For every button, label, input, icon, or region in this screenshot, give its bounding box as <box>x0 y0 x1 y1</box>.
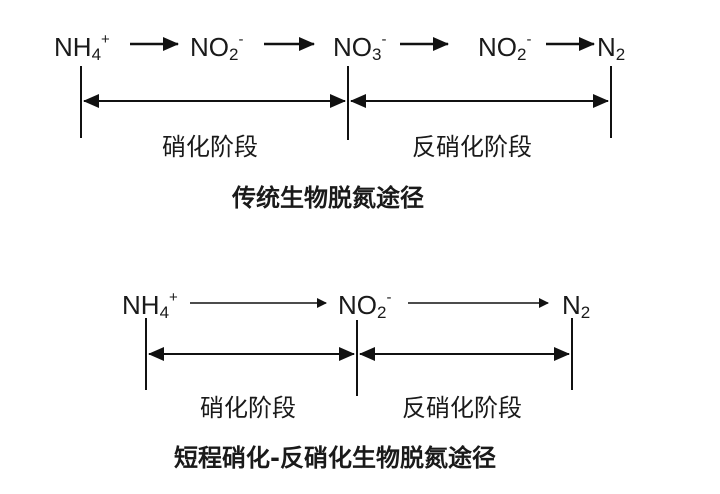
species-n2-bottom: N2 <box>562 290 591 322</box>
species-no3-top: NO3- <box>333 31 387 64</box>
species-n2-top: N2 <box>597 32 626 64</box>
species-nh4-bottom: NH4+ <box>122 289 178 322</box>
caption-top: 传统生物脱氮途径 <box>232 184 424 212</box>
stage-label-nitrification-bottom: 硝化阶段 <box>200 394 296 422</box>
stage-label-denitrification-bottom: 反硝化阶段 <box>402 394 522 422</box>
top-dividers <box>80 66 612 140</box>
bottom-dividers <box>145 318 573 396</box>
stage-label-nitrification-top: 硝化阶段 <box>162 133 258 161</box>
stage-label-denitrification-top: 反硝化阶段 <box>412 133 532 161</box>
species-nh4-top: NH4+ <box>54 31 110 64</box>
species-no2-bottom: NO2- <box>338 289 392 322</box>
species-no2-top-2: NO2- <box>478 31 532 64</box>
caption-bottom: 短程硝化-反硝化生物脱氮途径 <box>174 444 496 472</box>
species-no2-top-1: NO2- <box>190 31 244 64</box>
